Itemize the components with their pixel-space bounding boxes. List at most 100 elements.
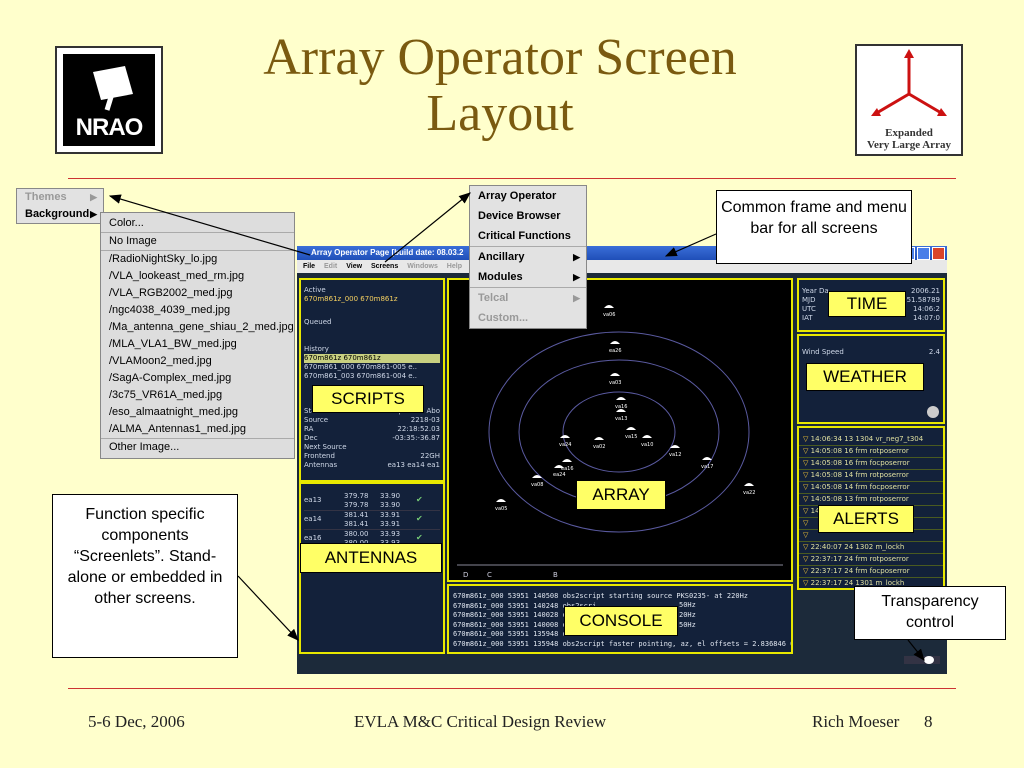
antenna-marker[interactable]: va03 [609,373,621,386]
antenna-marker[interactable]: va24 [559,435,571,448]
menu-view[interactable]: View [346,263,363,270]
alert-row[interactable]: ▽ 22:37:17 24 1301 m_lockh [799,578,943,588]
antennas-value: ea13 ea14 ea1 [387,461,440,469]
background-menu-item[interactable]: /MLA_VLA1_BW_med.jpg [109,338,237,350]
screens-menu-item[interactable]: Custom... [478,312,529,324]
console-line: 670m861z_000 53951 135948 obs2scri [453,630,597,638]
label-weather: WEATHER [806,363,924,391]
antenna-marker[interactable]: va05 [495,499,507,512]
antenna-marker[interactable]: va06 [603,305,615,318]
submenu-arrow-icon: ▶ [573,293,580,303]
screens-menu-item[interactable]: Device Browser [478,210,561,222]
label-console: CONSOLE [564,606,678,636]
menu-help[interactable]: Help [446,263,462,270]
wind-speed-value: 2.4 [928,348,940,356]
frontend-label: Frontend [304,452,335,460]
close-button[interactable] [932,247,945,260]
alert-row[interactable]: ▽ 14:05:08 14 frm rotposerror [799,470,943,482]
antenna-marker[interactable]: va16 [615,397,627,410]
next-source-label: Next Source [304,443,347,451]
array-ring [488,331,750,533]
evla-line2: Very Large Array [867,139,951,151]
antenna-marker[interactable]: va12 [669,445,681,458]
alert-row[interactable]: ▽ 14:05:08 16 frm rotposerror [799,446,943,458]
background-menu-item[interactable]: Other Image... [101,438,294,456]
dish-icon [562,459,572,462]
console-panel: 670m861z_000 53951 140508 obs2script sta… [447,584,793,654]
alert-row[interactable]: ▽ 22:37:17 24 frm rotposerror [799,554,943,566]
label-alerts: ALERTS [818,505,914,533]
menu-screens[interactable]: Screens [370,263,399,270]
antenna-marker[interactable]: va17 [701,457,713,470]
alert-row[interactable]: ▽ 14:05:08 14 frm focposerror [799,482,943,494]
evla-logo: Expanded Very Large Array [855,44,963,156]
config-label: C [487,571,492,579]
antenna-marker[interactable]: va02 [593,437,605,450]
background-menu-item[interactable]: /RadioNightSky_lo.jpg [101,250,294,268]
antenna-label: ea16 [561,466,574,472]
menu-item-themes[interactable]: Themes▶ [17,189,103,206]
background-menu-item[interactable]: /Ma_antenna_gene_shiau_2_med.jpg [109,321,294,333]
menu-file[interactable]: File [303,263,316,270]
history-row[interactable]: 670m861_003 670m861-004 e.. [304,372,418,380]
alert-row[interactable]: ▽ 14:06:34 13 1304 vr_neg7_t304 [799,434,943,446]
background-menu-item[interactable]: Color... [109,217,144,229]
screens-menu-item[interactable]: Critical Functions [478,230,571,242]
antenna-marker[interactable]: va15 [625,427,637,440]
dec-value: -03:35:-36.87 [392,434,440,442]
menu-windows[interactable]: Windows [407,263,438,270]
antenna-marker[interactable]: va22 [743,483,755,496]
background-menu-item[interactable]: /SagA-Complex_med.jpg [109,372,232,384]
dish-icon [626,427,636,430]
config-label: D [463,571,468,579]
antenna-label: va03 [609,380,621,386]
background-menu-item[interactable]: /VLAMoon2_med.jpg [109,355,212,367]
alert-row[interactable]: ▽ 22:40:07 24 1302 m_lockh [799,542,943,554]
history-row[interactable]: 670m861z 670m861z [304,354,440,363]
console-line: 670m861z_000 53951 140028 obs2scri [453,611,597,619]
dish-icon [610,373,620,376]
antenna-label: va05 [495,506,507,512]
alert-row[interactable]: ▽ [799,530,943,542]
screens-menu-item[interactable]: Array Operator [478,190,557,202]
background-menu-item[interactable]: No Image [101,232,294,250]
antenna-marker[interactable]: ea16 [561,459,574,472]
antennas-label: Antennas [304,461,338,469]
alert-icon: ▽ [803,507,811,515]
menu-edit[interactable]: Edit [324,263,338,270]
antenna-marker[interactable]: ea24 [553,465,566,478]
background-menu-item[interactable]: /ngc4038_4039_med.jpg [109,304,231,316]
alert-row[interactable]: ▽ 14:05:08 16 frm focposerror [799,458,943,470]
maximize-button[interactable] [916,247,930,260]
label-time: TIME [828,291,906,317]
console-line: 670m861z_000 53951 140008 obs2scri [453,620,597,629]
menu-item-background[interactable]: Background▶ [17,206,103,223]
check-icon: ✔ [416,495,423,504]
background-menu-item[interactable]: /3c75_VR61A_med.jpg [109,389,223,401]
antenna-marker[interactable]: va08 [531,475,543,488]
screens-menu-item[interactable]: Telcal▶ [470,287,586,308]
dish-icon [702,457,712,460]
background-menu-item[interactable]: /VLA_lookeast_med_rm.jpg [109,270,245,282]
antenna-marker[interactable]: va10 [641,435,653,448]
dish-icon [670,445,680,448]
dish-icon [642,435,652,438]
alert-row[interactable]: ▽ 22:37:17 24 frm focposerror [799,566,943,578]
top-divider [68,178,956,179]
history-row[interactable]: 670m861_000 670m861-005 e.. [304,363,418,371]
background-menu-item[interactable]: /ALMA_Antennas1_med.jpg [109,423,246,435]
footer-center: EVLA M&C Critical Design Review [354,712,607,731]
active-script-row[interactable]: 670m861z_000 670m861z [304,295,398,303]
antenna-marker[interactable]: ea26 [609,341,622,354]
screens-menu-item[interactable]: Modules▶ [470,267,586,287]
screens-menu-item[interactable]: Ancillary▶ [470,246,586,267]
antenna-marker[interactable]: va13 [615,409,627,422]
background-menu-item[interactable]: /eso_almaatnight_med.jpg [109,406,239,418]
background-menu-item[interactable]: /VLA_RGB2002_med.jpg [109,287,233,299]
transparency-slider[interactable] [904,656,940,664]
transparency-handle[interactable] [924,656,934,664]
